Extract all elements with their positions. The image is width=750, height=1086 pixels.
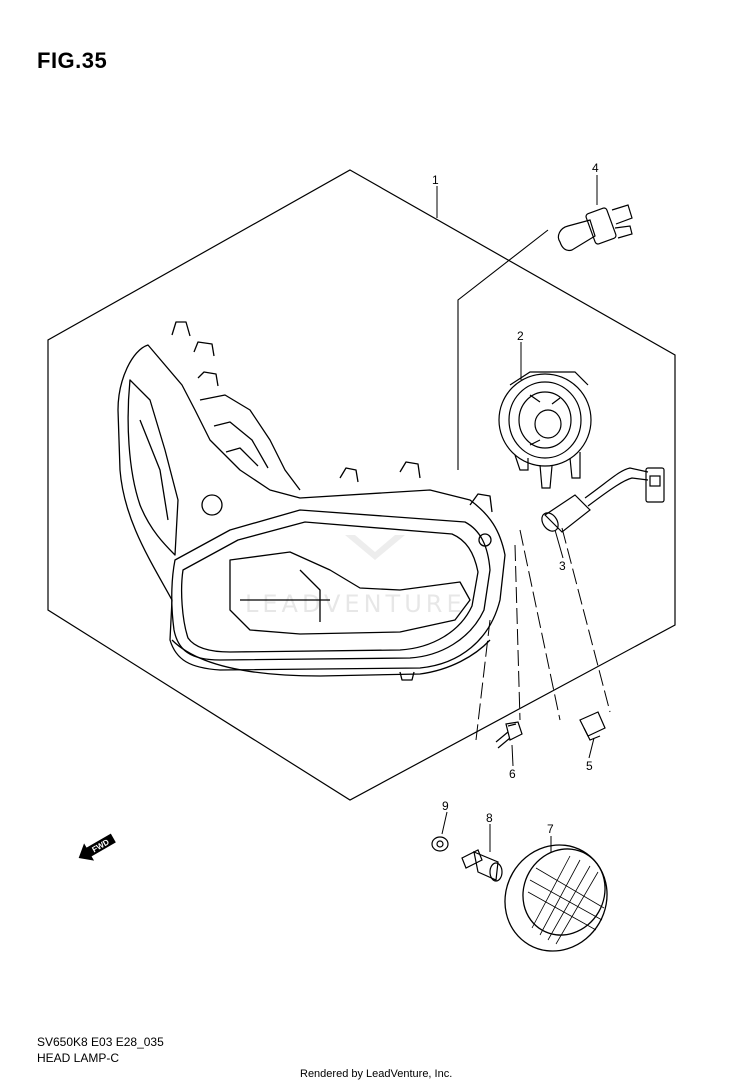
subassembly-outline [457,229,549,470]
section-name: HEAD LAMP-C [37,1051,120,1065]
part-7-lamp-cover [504,844,608,952]
part-2-socket-ring [498,371,592,489]
model-code: SV650K8 E03 E28_035 [37,1035,164,1049]
watermark: LEADVENTURE [245,535,466,618]
callout-6: 6 [509,767,516,781]
callout-1: 1 [432,173,439,187]
render-credit: Rendered by LeadVenture, Inc. [300,1068,453,1080]
assembly-lines [475,527,611,741]
callout-9: 9 [442,799,449,813]
part-8-spacer [461,849,503,882]
leader-lines [436,175,598,852]
callout-8: 8 [486,811,493,825]
part-4-headlamp-bulb [557,204,633,252]
assembly-boundary [47,169,676,801]
callout-2: 2 [517,329,524,343]
part-9-washer [431,836,449,852]
part-3-socket-harness [541,467,665,533]
figure-title: FIG.35 [37,48,108,73]
callout-3: 3 [559,559,566,573]
callout-7: 7 [547,822,554,836]
part-5-wedge-bulb [579,711,606,741]
watermark-text: LEADVENTURE [245,590,466,618]
callout-4: 4 [592,161,599,175]
fwd-arrow-icon: FWD [78,833,116,861]
part-6-screw [495,721,523,749]
headlamp-housing [117,321,506,681]
callout-5: 5 [586,759,593,773]
